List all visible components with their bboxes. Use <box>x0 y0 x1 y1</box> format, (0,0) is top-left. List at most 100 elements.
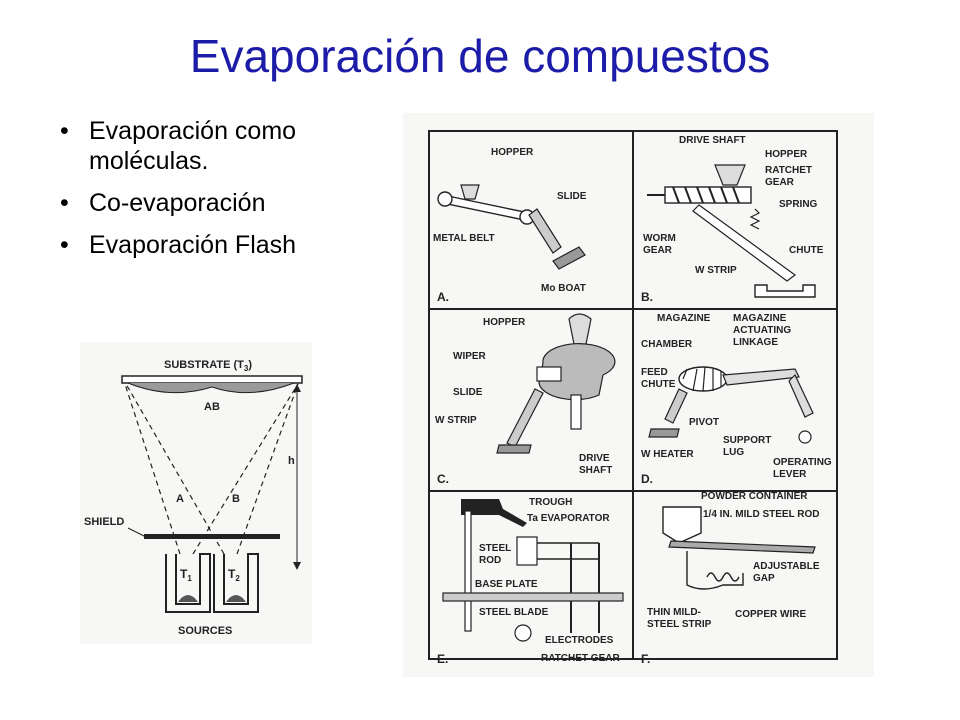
mo-boat <box>552 246 586 270</box>
w-strip-piece <box>496 444 532 454</box>
label-magazine: MAGAZINE <box>733 313 787 324</box>
rotating-disc <box>538 343 616 401</box>
substrate-plate <box>121 375 303 384</box>
label-powder-container: POWDER CONTAINER <box>701 491 808 502</box>
slide-shape <box>528 208 562 254</box>
label-wiper: WIPER <box>453 351 487 362</box>
bullet-item: • Co-evaporación <box>56 188 376 218</box>
feed-chute <box>664 388 688 424</box>
operating-lever-knob <box>798 430 812 444</box>
label-w-strip: W STRIP <box>695 265 737 276</box>
base-plate <box>442 592 624 602</box>
label-adjustable: ADJUSTABLE <box>753 561 820 572</box>
shield-plate <box>144 534 280 539</box>
label-magazine: MAGAZINE <box>657 313 711 324</box>
label-copper-wire: COPPER WIRE <box>735 609 806 620</box>
label-slide: SLIDE <box>557 191 587 202</box>
hopper-shape <box>714 164 746 186</box>
panel-letter: C. <box>437 472 449 486</box>
label-steel-blade: STEEL BLADE <box>479 607 549 618</box>
label-chute: CHUTE <box>789 245 824 256</box>
panel-letter: A. <box>437 290 449 304</box>
panel-letter: D. <box>641 472 653 486</box>
w-heater-piece <box>648 428 680 438</box>
label-w-strip: W STRIP <box>435 415 477 426</box>
panel-d: MAGAZINE MAGAZINE ACTUATING LINKAGE CHAM… <box>641 313 832 486</box>
label-pivot: PIVOT <box>689 417 719 428</box>
w-strip-boat <box>754 284 816 298</box>
panel-b: DRIVE SHAFT HOPPER RATCHET GEAR SPRING W… <box>641 135 824 304</box>
height-label: h <box>288 455 295 467</box>
panel-f: POWDER CONTAINER 1/4 IN. MILD STEEL ROD … <box>641 491 820 666</box>
bullet-dot: • <box>60 189 69 217</box>
spring-coil <box>749 208 761 230</box>
label-drive-shaft: DRIVE SHAFT <box>679 135 746 146</box>
panel-e: TROUGH Ta EVAPORATOR STEEL ROD BASE PLAT… <box>437 497 624 666</box>
label-hopper: HOPPER <box>765 149 808 160</box>
bullet-text: Evaporación como moléculas. <box>89 117 297 175</box>
label-feed: FEED <box>641 367 668 378</box>
label-linkage: LINKAGE <box>733 337 778 348</box>
label-ratchet: RATCHET <box>765 165 812 176</box>
bullet-list: • Evaporación como moléculas. • Co-evapora… <box>56 116 376 272</box>
label-chute: CHUTE <box>641 379 676 390</box>
linkage-arm <box>722 368 800 386</box>
hopper-shape <box>460 184 480 200</box>
panel-c: HOPPER WIPER SLIDE W STRIP DRIVE SHAFT C… <box>435 313 616 486</box>
label-hopper: HOPPER <box>483 317 526 328</box>
steel-rod <box>464 510 472 632</box>
substrate-label: SUBSTRATE (T3) <box>164 359 252 373</box>
belt-roller <box>437 191 453 207</box>
label-gear: GEAR <box>765 177 795 188</box>
drive-shaft <box>570 394 582 430</box>
flash-evaporation-figure: HOPPER SLIDE METAL BELT Mo BOAT A. DRIVE… <box>403 113 874 677</box>
bullet-text: Co-evaporación <box>89 189 266 217</box>
bullet-item: • Evaporación Flash <box>56 230 376 260</box>
label-ta-evaporator: Ta EVAPORATOR <box>527 513 610 524</box>
worm-thread <box>672 186 740 204</box>
label-lever: LEVER <box>773 469 807 480</box>
magazine-chambers <box>682 366 722 392</box>
panel-letter: B. <box>641 290 653 304</box>
powder-container <box>662 506 702 544</box>
label-w-heater: W HEATER <box>641 449 694 460</box>
label-operating: OPERATING <box>773 457 832 468</box>
panel-letter: F. <box>641 652 650 666</box>
label-shaft: SHAFT <box>579 465 612 476</box>
label-steel: STEEL <box>479 543 511 554</box>
coevaporation-diagram: SUBSTRATE (T3) AB h A B SHIELD T1 T2 SOU… <box>80 342 312 644</box>
ratchet-gear <box>514 624 532 642</box>
bullet-dot: • <box>60 117 69 145</box>
beam-b-label: B <box>232 493 240 505</box>
powder-1 <box>178 595 198 602</box>
label-worm: WORM <box>643 233 676 244</box>
vapor-beams <box>124 383 299 555</box>
label-ratchet-gear: RATCHET GEAR <box>541 653 620 664</box>
label-spring: SPRING <box>779 199 818 210</box>
wiper-block <box>536 366 562 382</box>
label-drive: DRIVE <box>579 453 610 464</box>
steel-strip <box>668 540 816 554</box>
deposit-label: AB <box>204 401 220 413</box>
label-base-plate: BASE PLATE <box>475 579 538 590</box>
source-crucibles <box>165 553 259 613</box>
label-slide: SLIDE <box>453 387 483 398</box>
panel-a: HOPPER SLIDE METAL BELT Mo BOAT A. <box>433 147 587 304</box>
slide-title: Evaporación de compuestos <box>189 30 771 82</box>
label-actuating: ACTUATING <box>733 325 791 336</box>
sources-label: SOURCES <box>178 625 232 637</box>
source1-label: T1 <box>180 567 192 583</box>
bullet-text: Evaporación Flash <box>89 231 297 259</box>
label-mild-steel-rod: 1/4 IN. MILD STEEL ROD <box>703 509 820 520</box>
electrode-bars <box>537 542 599 560</box>
linkage-arm <box>788 373 814 418</box>
bullet-dot: • <box>60 231 69 259</box>
label-trough: TROUGH <box>529 497 572 508</box>
electrodes <box>570 543 600 633</box>
bullet-item: • Evaporación como moléculas. <box>56 116 376 176</box>
label-gap: GAP <box>753 573 775 584</box>
strip-support <box>686 551 744 590</box>
powder-2 <box>226 595 246 602</box>
source2-label: T2 <box>228 567 240 583</box>
label-worm-gear: GEAR <box>643 245 673 256</box>
